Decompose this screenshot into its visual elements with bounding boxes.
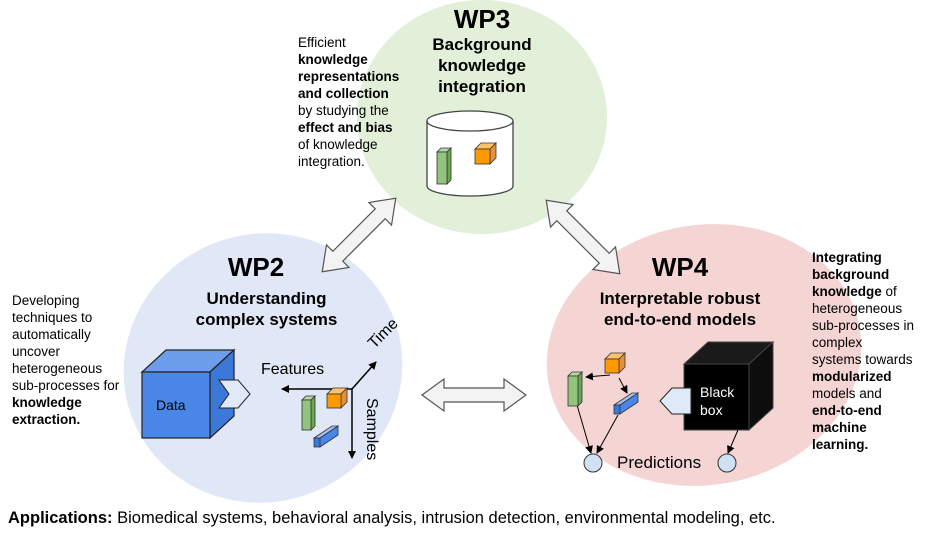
wp4-title: WP4 xyxy=(651,252,709,282)
wp2-subtitle-line: Understanding xyxy=(206,289,327,308)
blackbox-label: Black box xyxy=(700,384,735,418)
wp3-description: Efficient knowledge representations and … xyxy=(298,34,428,170)
wp3-desc-line: by studying the xyxy=(298,103,389,118)
black-box-cube-icon xyxy=(659,340,775,432)
wp2-desc-line: techniques to xyxy=(12,310,93,325)
wp4-orange-cube xyxy=(604,352,626,374)
wp3-subtitle-line: integration xyxy=(438,77,526,96)
wp4-subtitle-line: Interpretable robust xyxy=(599,289,761,308)
wp4-subtitle: Interpretable robust end-to-end models xyxy=(580,288,780,330)
predictions-label: Predictions xyxy=(617,453,702,472)
wp4-model-graph xyxy=(576,372,739,454)
wp2-description: Developing techniques to automatically u… xyxy=(12,292,152,428)
cylinder-database-icon xyxy=(426,110,514,197)
prediction-node xyxy=(583,453,603,473)
wp2-desc-line: sub-processes for xyxy=(12,378,120,393)
wp4-desc-line: end-to-end xyxy=(812,403,882,418)
wp4-desc-line: background xyxy=(812,267,890,282)
wp4-desc-line: models and xyxy=(812,386,882,401)
wp4-green-bar xyxy=(567,371,583,407)
wp2-desc-line: automatically xyxy=(12,327,91,342)
wp3-desc-line: effect and bias xyxy=(298,120,393,135)
wp4-description: Integrating background knowledge of hete… xyxy=(812,249,932,453)
wp3-title: WP3 xyxy=(453,4,511,34)
double-arrow-icon xyxy=(321,197,397,273)
wp2-subtitle: Understanding complex systems xyxy=(174,288,359,330)
wp3-desc-line: representations xyxy=(298,69,400,84)
wp3-desc-line: knowledge xyxy=(298,52,368,67)
wp4-desc-line: heterogeneous xyxy=(812,301,903,316)
wp2-desc-line: knowledge xyxy=(12,395,82,410)
wp4-desc-line: sub-processes in xyxy=(812,318,915,333)
samples-label: Samples xyxy=(363,398,380,461)
wp3-subtitle-line: knowledge xyxy=(438,56,526,75)
wp4-desc-line: systems towards xyxy=(812,352,913,367)
wp2-subtitle-line: complex systems xyxy=(195,310,338,329)
wp2-desc-line: uncover xyxy=(12,344,61,359)
wp4-blue-bar xyxy=(612,392,640,415)
wp4-desc-line: modularized xyxy=(812,369,892,384)
wp3-subtitle: Background knowledge integration xyxy=(402,34,562,97)
data-label: Data xyxy=(156,397,186,413)
wp4-desc-line: Integrating xyxy=(812,250,882,265)
wp2-desc-line: extraction. xyxy=(12,412,81,427)
wp2-orange-cube xyxy=(326,387,348,409)
wp2-title: WP2 xyxy=(227,252,285,282)
wp4-desc-line: knowledge of xyxy=(812,284,897,299)
applications-text: Biomedical systems, behavioral analysis,… xyxy=(112,509,776,527)
applications-footer: Applications: Biomedical systems, behavi… xyxy=(8,509,776,528)
data-cube-icon xyxy=(140,348,251,440)
wp3-subtitle-line: Background xyxy=(432,35,532,54)
wp2-blue-bar xyxy=(312,425,340,448)
features-label: Features xyxy=(261,361,325,378)
wp2-green-bar xyxy=(301,395,316,431)
wp3-desc-line: and collection xyxy=(298,86,389,101)
wp4-desc-line: machine xyxy=(812,420,867,435)
wp2-desc-line: heterogeneous xyxy=(12,361,103,376)
wp3-desc-line: of knowledge xyxy=(298,137,378,152)
wp4-desc-line: learning. xyxy=(812,437,869,452)
double-arrow-icon xyxy=(545,199,621,275)
applications-label: Applications: xyxy=(8,509,113,527)
wp4-subtitle-line: end-to-end models xyxy=(603,310,757,329)
prediction-node xyxy=(717,453,737,473)
wp2-desc-line: Developing xyxy=(12,293,80,308)
wp4-desc-line: complex xyxy=(812,335,863,350)
double-arrow-icon xyxy=(420,377,528,413)
wp3-desc-line: Efficient xyxy=(298,35,346,50)
wp3-desc-line: integration. xyxy=(298,154,365,169)
